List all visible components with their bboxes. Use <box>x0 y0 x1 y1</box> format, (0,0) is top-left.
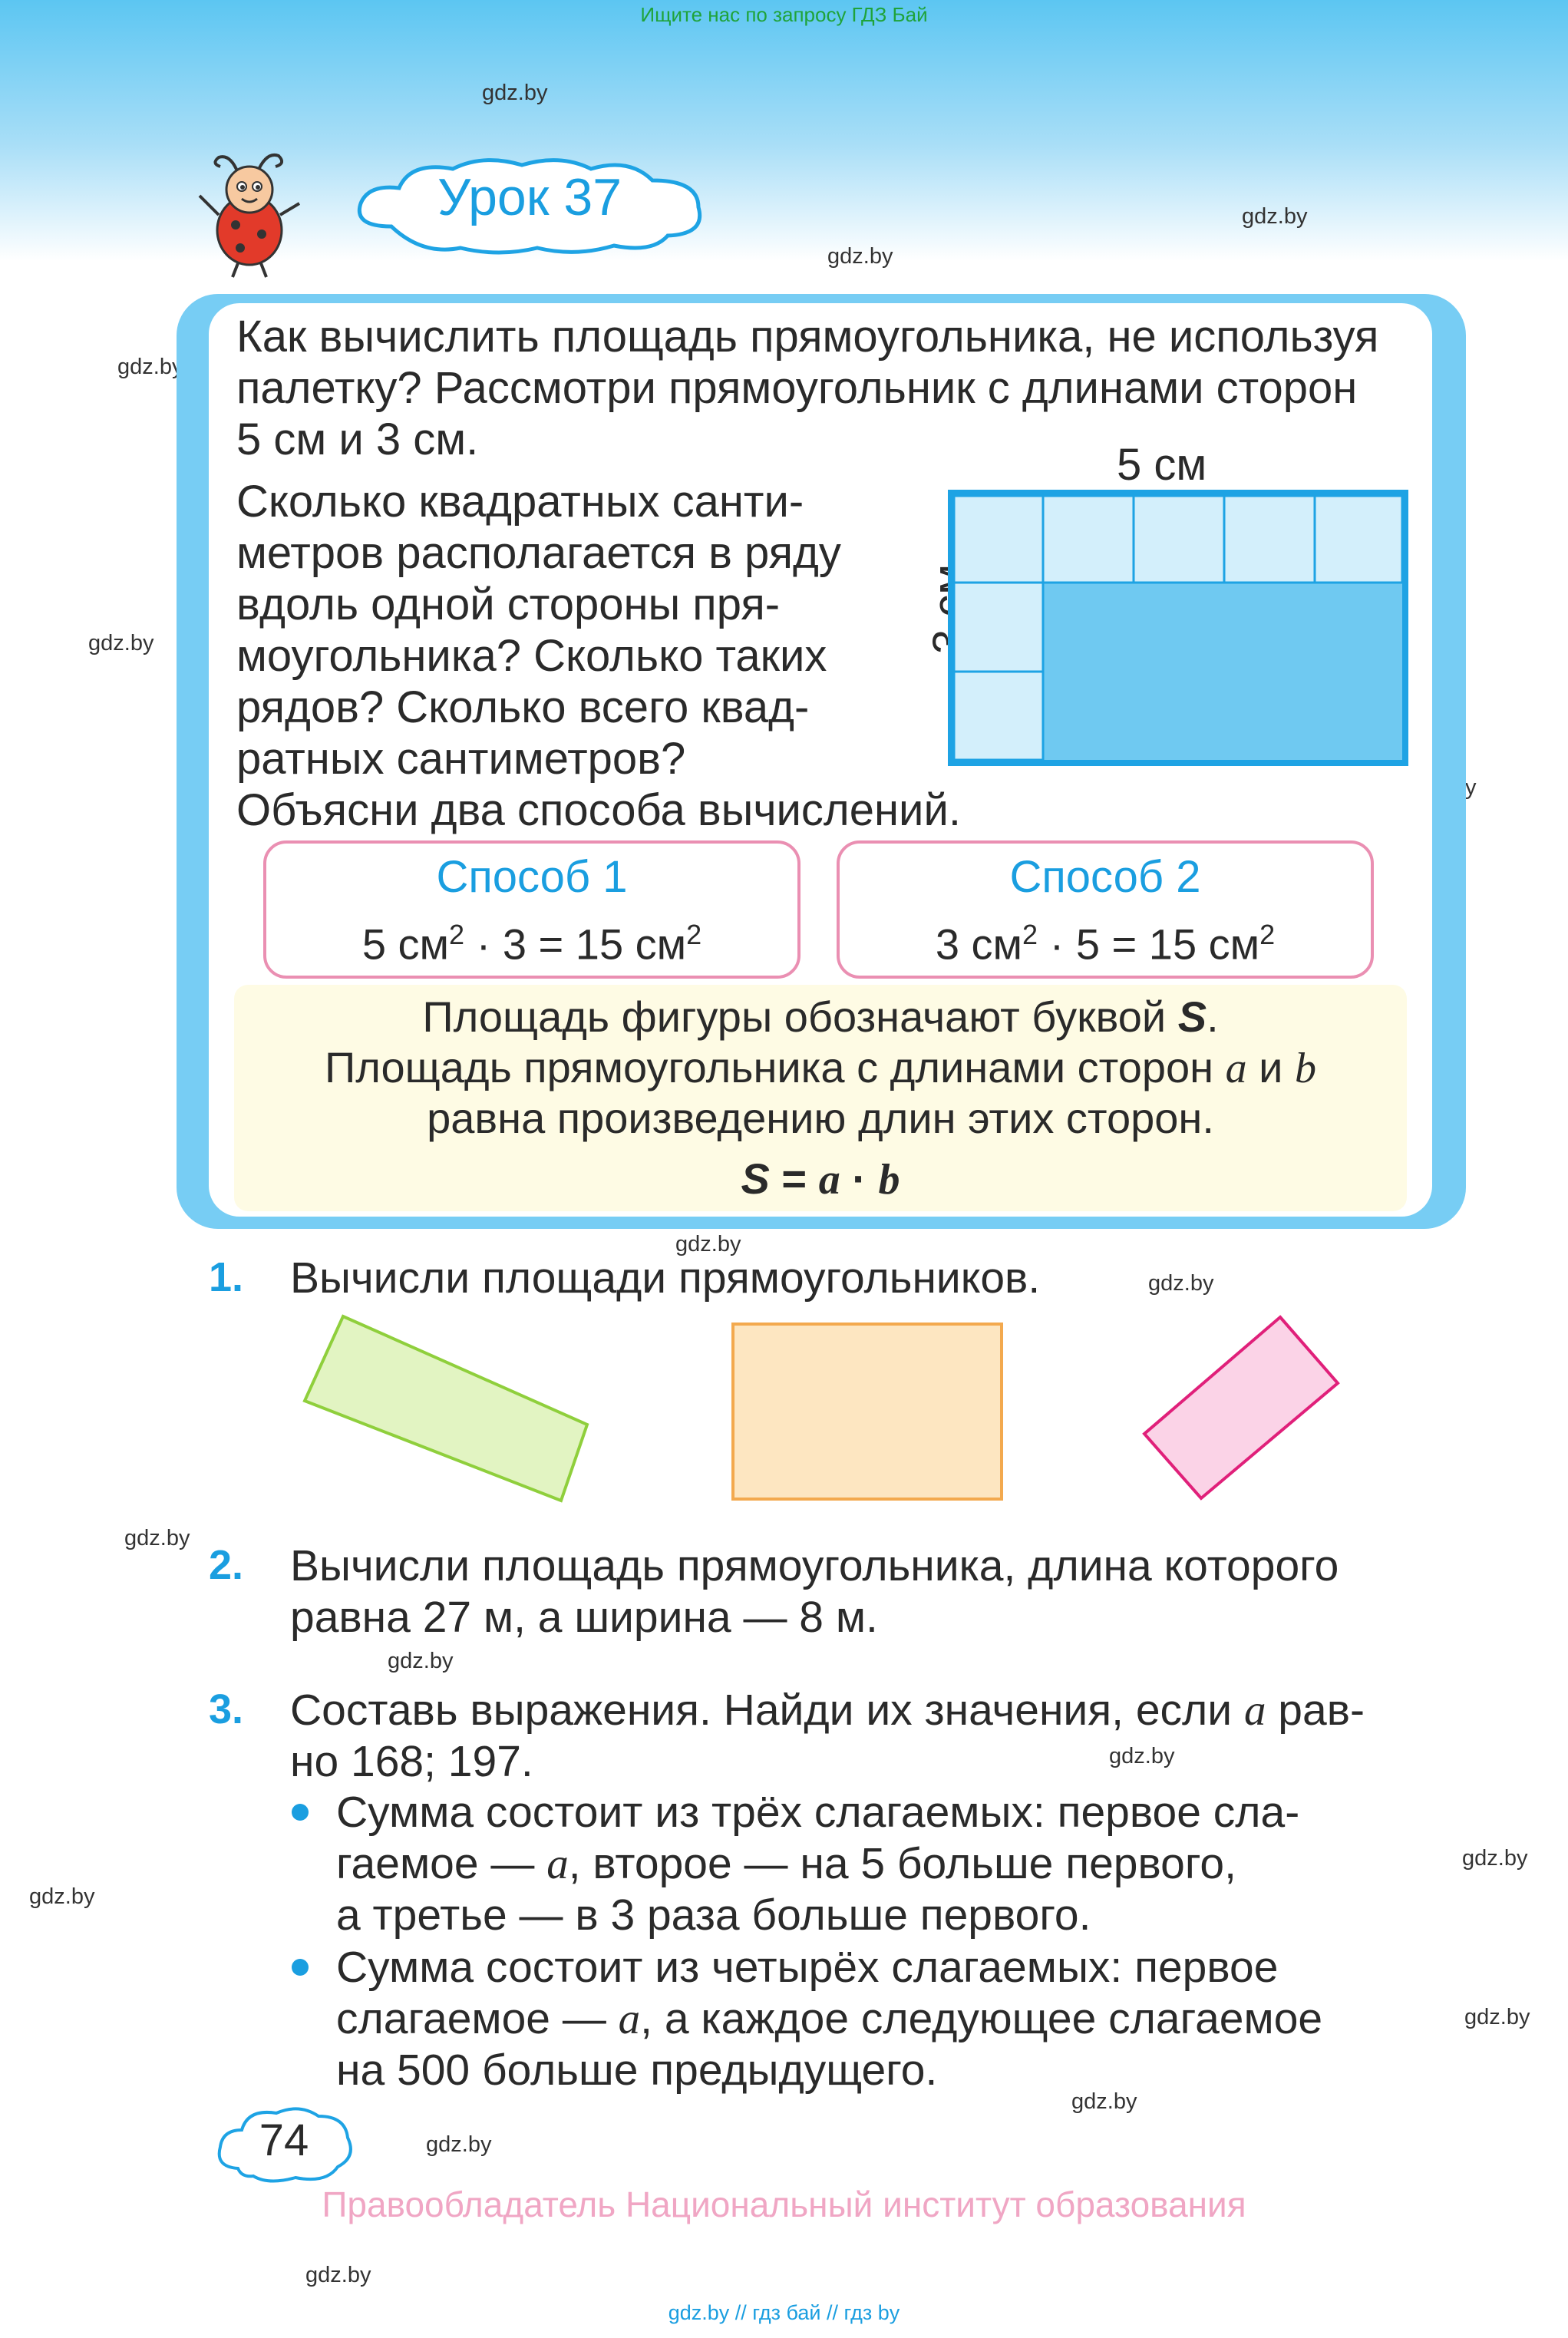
watermark: gdz.by <box>1462 1846 1528 1871</box>
task-3-text: Составь выражения. Найди их значения, ес… <box>290 1686 1365 1735</box>
orange-rectangle <box>731 1323 1003 1501</box>
task-3-bullet-2: Сумма состоит из четырёх слагаемых: перв… <box>336 1943 1279 1992</box>
intro-line: 5 см и 3 см. <box>236 414 479 464</box>
method-2-title: Способ 2 <box>1009 852 1201 902</box>
watermark: gdz.by <box>675 1232 741 1257</box>
task-3-bullet-1: гаемое — a, второе — на 5 больше первого… <box>336 1839 1236 1888</box>
square-cm-cell <box>952 581 1045 673</box>
task-3-bullet-2: слагаемое — a, а каждое следующее слагае… <box>336 1994 1323 2043</box>
task-3-bullet-2: на 500 больше предыдущего. <box>336 2046 938 2095</box>
task-1-shapes <box>302 1314 1340 1503</box>
task-1-text: Вычисли площади прямоугольников. <box>290 1253 1041 1303</box>
task-1-number: 1. <box>209 1254 244 1300</box>
square-cm-cell <box>952 494 1045 584</box>
method-1-expression: 5 см2 · 3 = 15 см2 <box>361 919 702 969</box>
method-2-expression: 3 см2 · 5 = 15 см2 <box>935 919 1276 969</box>
watermark: gdz.by <box>305 2263 371 2287</box>
rule-box <box>234 985 1407 1211</box>
question-line: ратных сантиметров? <box>236 734 686 784</box>
task-2-text: Вычисли площадь прямоугольника, длина ко… <box>290 1541 1339 1590</box>
watermark: gdz.by <box>1148 1271 1214 1296</box>
watermark: gdz.by <box>426 2132 492 2157</box>
question-line: вдоль одной стороны пря- <box>236 580 781 629</box>
rectangle-diagram <box>948 490 1408 766</box>
intro-line: палетку? Рассмотри прямоугольник с длина… <box>236 363 1358 413</box>
method-1-title: Способ 1 <box>436 852 628 902</box>
explain-line: Объясни два способа вычислений. <box>236 785 961 835</box>
watermark: gdz.by <box>1242 204 1308 229</box>
task-2-number: 2. <box>209 1542 244 1588</box>
method-2-box: Способ 2 3 см2 · 5 = 15 см2 <box>837 840 1374 979</box>
watermark: gdz.by <box>117 355 183 379</box>
square-cm-cell <box>1223 494 1316 584</box>
watermark: gdz.by <box>124 1526 190 1550</box>
task-3-text: но 168; 197. <box>290 1737 533 1786</box>
rule-line-2: Площадь прямоугольника с длинами сторон … <box>324 1043 1317 1092</box>
square-cm-cell <box>1313 494 1404 584</box>
lesson-title: Урок 37 <box>437 168 622 226</box>
page-number-cloud <box>217 2107 352 2183</box>
watermark: gdz.by <box>1109 1744 1175 1768</box>
question-line: Сколько квадратных санти- <box>236 477 804 527</box>
watermark: gdz.by <box>827 244 893 269</box>
question-line: метров располагается в ряду <box>236 528 841 578</box>
page-number: 74 <box>259 2115 309 2165</box>
task-3-bullet-1: Сумма состоит из трёх слагаемых: первое … <box>336 1788 1300 1837</box>
watermark: gdz.by <box>88 631 154 655</box>
watermark: gdz.by <box>1464 2005 1530 2029</box>
green-rectangle <box>302 1314 589 1503</box>
bullet-icon <box>292 1804 309 1821</box>
rule-line-1: Площадь фигуры обозначают буквой S. <box>422 992 1219 1041</box>
square-cm-cell <box>1132 494 1226 584</box>
square-cm-cell <box>1041 494 1135 584</box>
watermark: gdz.by <box>482 81 548 105</box>
ladybug-icon <box>198 154 301 278</box>
square-cm-cell <box>952 670 1045 761</box>
copyright-notice: Правообладатель Национальный институт об… <box>322 2184 1246 2224</box>
watermark: gdz.by <box>1071 2089 1137 2114</box>
question-line: моугольника? Сколько таких <box>236 631 827 681</box>
task-2-text: равна 27 м, а ширина — 8 м. <box>290 1593 878 1642</box>
task-3-bullet-1: а третье — в 3 раза больше первого. <box>336 1891 1091 1940</box>
question-line: рядов? Сколько всего квад- <box>236 682 810 732</box>
pink-rectangle <box>1142 1315 1340 1501</box>
watermark: gdz.by <box>388 1649 454 1673</box>
area-formula: S = a · b <box>741 1154 900 1204</box>
intro-line: Как вычислить площадь прямоугольника, не… <box>236 312 1379 362</box>
footer-links[interactable]: gdz.by // гдз бай // гдз by <box>668 2301 900 2324</box>
watermark: gdz.by <box>29 1884 95 1909</box>
top-search-link[interactable]: Ищите нас по запросу ГДЗ Бай <box>640 3 928 26</box>
task-3-number: 3. <box>209 1686 244 1732</box>
method-1-box: Способ 1 5 см2 · 3 = 15 см2 <box>263 840 801 979</box>
bullet-icon <box>292 1959 309 1976</box>
figure-width-label: 5 см <box>1117 440 1207 490</box>
rule-line-3: равна произведению длин этих сторон. <box>427 1094 1214 1142</box>
lesson-cloud-shape <box>358 158 701 255</box>
